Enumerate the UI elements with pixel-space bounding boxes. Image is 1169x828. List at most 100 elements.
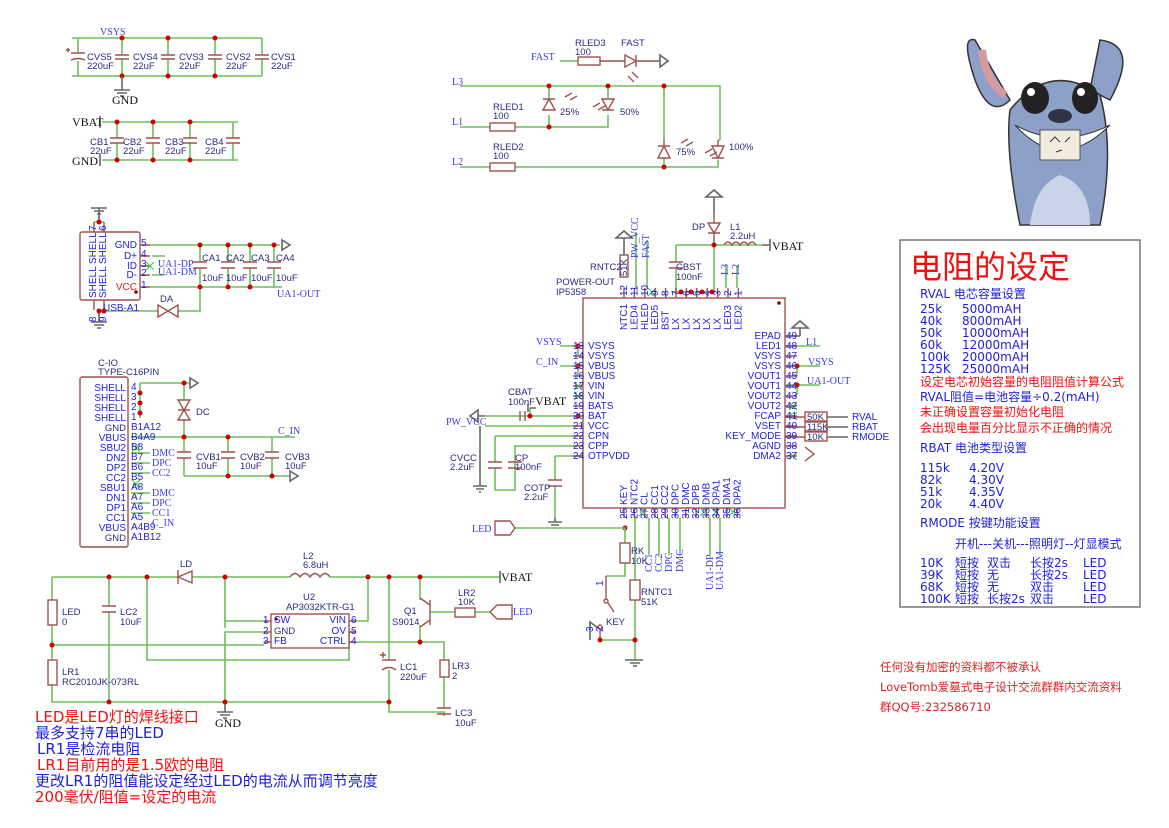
rval-resistance: 125K <box>920 362 952 376</box>
rmode-cell: 短按 <box>955 568 979 582</box>
inductor-value: 2.2uH <box>730 231 755 242</box>
cap-ref: CA4 <box>276 253 294 264</box>
ic-pin-number: 18 <box>573 391 585 402</box>
ic-pin-number: 25 <box>619 507 630 519</box>
switch-key-ref[interactable]: KEY <box>606 617 626 628</box>
usb-pin-number: 2 <box>141 268 147 279</box>
led-level-label: 25% <box>560 107 580 118</box>
cap-ref: CA2 <box>226 253 244 264</box>
rmode-cell: 10K <box>920 556 944 570</box>
ic-pin-number: 4 <box>702 290 713 296</box>
panel-title: 电阻的设定 <box>910 248 1070 286</box>
net-label-led[interactable]: LED <box>513 607 532 618</box>
ic-pin-number: 33 <box>701 507 712 519</box>
vsys-decoupling <box>66 35 269 97</box>
design-note: 最多支持7串的LED <box>35 724 164 742</box>
usb-shell-label: SHELL <box>98 232 109 264</box>
resistor-ref: LR2 <box>458 588 475 599</box>
ic-pin-name: BATS <box>588 401 614 412</box>
ic-pin-number: 28 <box>650 507 661 519</box>
ic-pin-name: DMA1 <box>722 477 733 505</box>
cap-value: 2.2uF <box>450 462 474 473</box>
ic-pin-name: LED2 <box>733 305 744 330</box>
cap-value: 10uF <box>202 273 224 284</box>
warning-text: 未正确设置容量初始化电阻 <box>920 404 1064 419</box>
typec-pin-name: DP2 <box>107 463 127 474</box>
cap-ref: CVS2 <box>226 52 251 63</box>
cap-ref: CB2 <box>123 137 141 148</box>
typec-net-label: DPC <box>152 498 172 509</box>
led-level-label: 75% <box>676 147 696 158</box>
rval-resistance: 25k <box>920 302 942 316</box>
cap-value: 10uF <box>226 273 248 284</box>
warning-text: 会出现电量百分比显示不正确的情况 <box>920 420 1112 435</box>
ic-pin-name: DPC <box>671 484 682 505</box>
ic-pin-name: VOUT1 <box>748 381 782 392</box>
ic-pin-name: VIN <box>329 615 346 626</box>
net-label-fast: FAST <box>531 52 555 63</box>
typec-pin-number: B6 <box>131 462 144 473</box>
usb-a-ref: USB-A1 <box>103 303 140 314</box>
ic-pin-number: 3 <box>263 636 269 647</box>
net-label-vsys: VSYS <box>808 357 834 368</box>
net-label-vbat: VBAT <box>535 394 567 408</box>
resistor-ref: RNTC2 <box>590 262 622 273</box>
typec-pin-name: SBU1 <box>100 483 127 494</box>
rmode-cell: 双击 <box>987 556 1011 570</box>
cap-ref: LC3 <box>455 708 472 719</box>
switch-pin: 2 <box>595 626 606 632</box>
rval-capacity: 8000mAH <box>962 314 1021 328</box>
net-label-led[interactable]: LED <box>472 524 491 535</box>
resistor-ref: RLED2 <box>493 142 524 153</box>
ic-pin-name: NTC1 <box>619 303 630 330</box>
net-label-set: RMODE <box>852 432 890 443</box>
ic-pin-name: DPA1 <box>712 479 723 505</box>
rval-resistance: 100k <box>920 350 950 364</box>
ic-pin-name: LED4 <box>629 305 640 330</box>
usb-pin-name: D- <box>126 270 137 281</box>
cap-value: 10uF <box>240 461 262 472</box>
type-c-connector <box>79 376 300 548</box>
ic-pin-name: VIN <box>588 391 605 402</box>
cap-ref: CVS1 <box>271 52 296 63</box>
net-label-gnd: GND <box>72 154 98 168</box>
cap-ref: CVCC <box>450 453 477 464</box>
typec-pin-number: A1B12 <box>131 532 161 543</box>
typec-net-label: CC1 <box>152 508 170 519</box>
ic-pin-number: 20 <box>573 411 585 422</box>
typec-pin-name: SHELL <box>94 393 126 404</box>
ic-pin-name: LED1 <box>756 341 781 352</box>
inductor-ref: L1 <box>730 222 741 233</box>
net-label-vsys: VSYS <box>536 337 562 348</box>
rbat-resistance: 115k <box>920 461 950 475</box>
ic-pin-name: FCAP <box>754 411 781 422</box>
ic-pin-name: CTRL <box>320 636 347 647</box>
ic-pin-name: BAT <box>588 411 607 422</box>
settings-panel-frame <box>899 239 1141 608</box>
ic-pin-name: KEY_MODE <box>725 431 781 442</box>
net-label-fast: FAST <box>641 234 652 258</box>
net-label-vbat: VBAT <box>501 570 533 584</box>
typec-pin-number: B1A12 <box>131 422 161 433</box>
rmode-cell: LED <box>1083 580 1107 594</box>
net-label-gnd: GND <box>215 716 241 730</box>
rbat-resistance: 20k <box>920 497 942 511</box>
cap-value: 2.2uF <box>524 492 548 503</box>
typec-pin-name: CC1 <box>106 513 126 524</box>
typec-pin-name: VBUS <box>99 433 127 444</box>
cap-ref: COTP <box>524 483 550 494</box>
net-label-vbat: VBAT <box>72 115 104 129</box>
net-label-c-in: C_IN <box>278 426 300 437</box>
ic-pin-name: GND <box>274 626 295 637</box>
rbat-voltage: 4.35V <box>969 485 1005 499</box>
typec-ref: C-IO <box>98 358 118 369</box>
ic-bottom-net-label: DMC <box>675 549 686 572</box>
rmode-cell: 长按2s <box>1030 568 1068 582</box>
ic-pin-name: CPP <box>588 441 609 452</box>
ic-pin-number: 24 <box>573 451 585 462</box>
typec-pin-number: B5 <box>131 472 144 483</box>
ic-pin-name: VSYS <box>588 351 615 362</box>
cap-value: 22uF <box>271 61 293 72</box>
net-label-l1: L1 <box>452 117 463 128</box>
resistor-value: 51K <box>641 597 659 608</box>
